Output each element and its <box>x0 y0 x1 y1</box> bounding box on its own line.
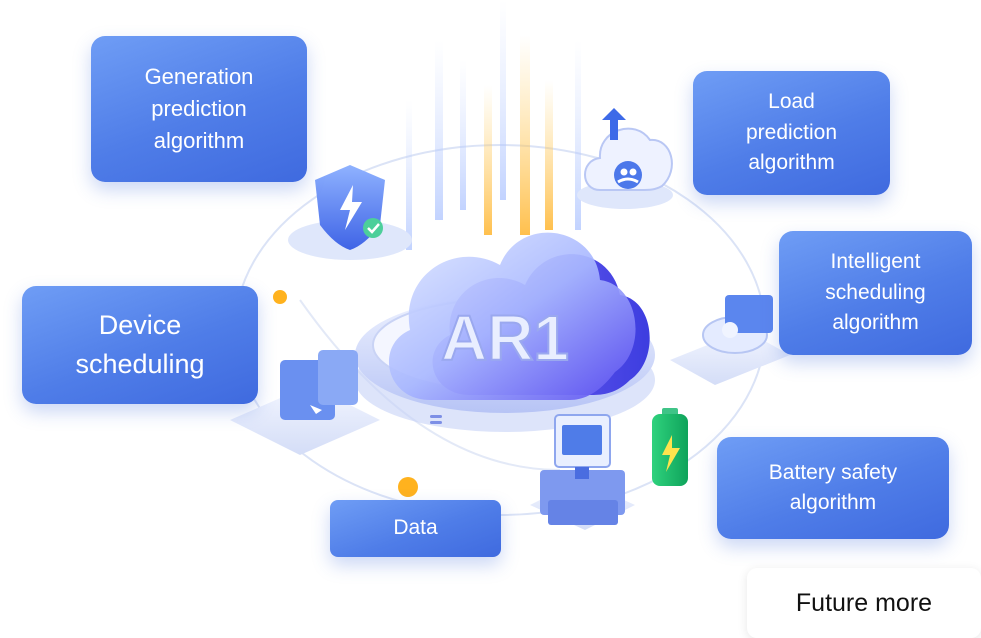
connector-dot <box>398 477 418 497</box>
tablet-device-icon <box>230 350 380 455</box>
scheduling-device-icon <box>670 295 790 385</box>
device-scheduling-box: Device scheduling <box>22 286 258 404</box>
computer-server-icon <box>530 414 635 530</box>
shield-icon <box>288 165 412 260</box>
center-ai-label: AR1 <box>441 302 569 374</box>
battery-icon <box>652 408 688 486</box>
load-prediction-label: Load prediction algorithm <box>745 90 838 175</box>
battery-safety-label: Battery safety algorithm <box>768 460 898 514</box>
connector-dot <box>273 290 287 304</box>
data-box: Data <box>330 500 501 557</box>
load-prediction-box: Load prediction algorithm <box>693 71 890 195</box>
cloud-upload-icon <box>577 108 673 209</box>
device-scheduling-label: Device scheduling <box>75 309 205 379</box>
battery-safety-box: Battery safety algorithm <box>717 437 949 539</box>
intelligent-scheduling-label: Intelligent scheduling algorithm <box>825 250 926 335</box>
future-more-label: Future more <box>795 588 933 617</box>
data-label: Data <box>393 516 438 540</box>
generation-prediction-label: Generation prediction algorithm <box>144 64 254 153</box>
generation-prediction-box: Generation prediction algorithm <box>91 36 307 182</box>
future-more-box: Future more <box>747 568 981 638</box>
intelligent-scheduling-box: Intelligent scheduling algorithm <box>779 231 972 355</box>
